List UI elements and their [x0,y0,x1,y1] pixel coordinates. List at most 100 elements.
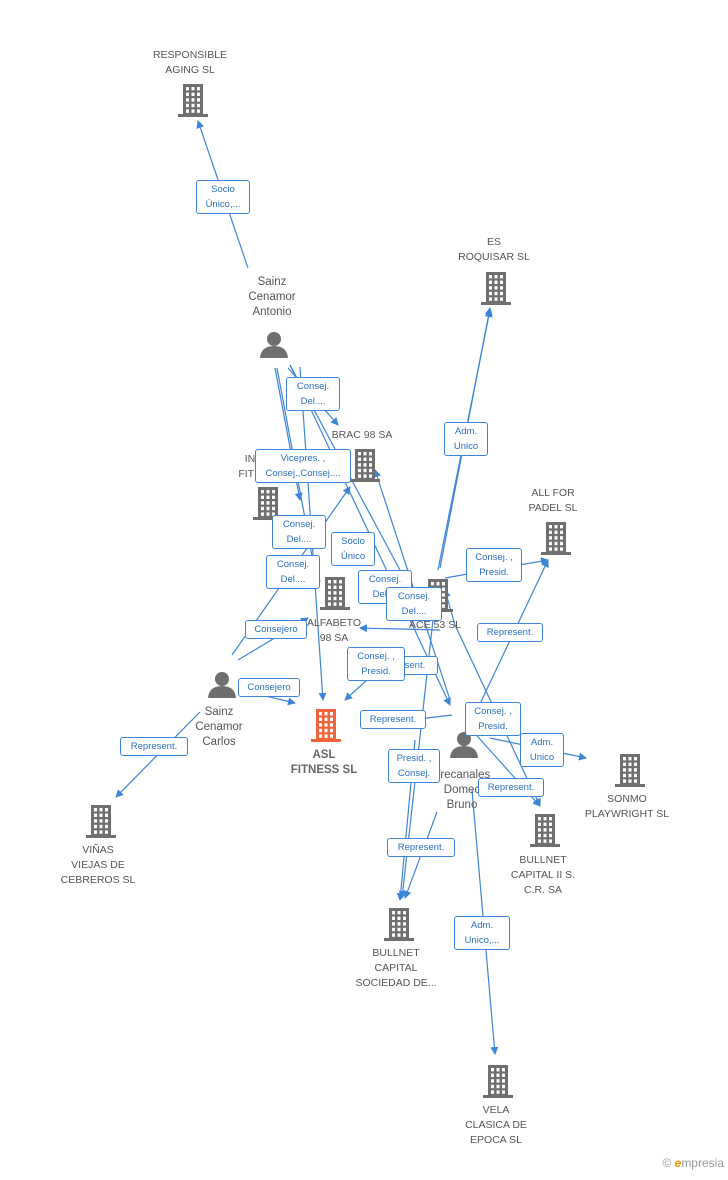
edge-label-line: Del.... [286,534,312,545]
edge-line [469,559,549,726]
node-label-line: EPOCA SL [470,1134,522,1146]
node-label-vinas[interactable]: VIÑAS VIEJAS DE CEBREROS SL [33,843,163,888]
building-icon-all-for-padel[interactable] [541,522,571,555]
node-label-line: ACE 53 SL [409,619,461,631]
node-label-all-for-padel[interactable]: ALL FOR PADEL SL [488,486,618,516]
edge-label-represent-bullnet2[interactable]: Represent. [478,778,544,797]
building-icon-asl-fitness[interactable] [311,709,341,742]
building-icon-sonmo[interactable] [615,754,645,787]
edge-label-consejero-carlos-asl[interactable]: Consejero [238,678,300,697]
node-label-line: Cenamor [195,721,243,733]
node-label-line: ALL FOR [531,487,575,499]
edge-label-consej-del-ace-b[interactable]: Consej.Del.... [386,587,442,621]
brand-name: mpresia [681,1156,724,1170]
edge-label-line: Consejero [254,624,298,635]
edge-label-line: Único,... [205,199,241,210]
edge-label-line: Presid. [479,567,509,578]
node-label-line: ASL [312,749,336,761]
edge-label-line: Consej. [397,591,431,602]
edge-label-line: Consej.,Consej.... [265,468,341,479]
edge-label-consej-presid-padel[interactable]: Consej. , Presid. [466,548,522,582]
node-label-line: C.R. SA [524,884,562,896]
edge-label-adm-unico-vela[interactable]: Adm.Unico,... [454,916,510,950]
edge-label-line: Represent. [369,714,417,725]
edge-label-consej-del-fitn[interactable]: Consej.Del.... [272,515,326,549]
edge-label-represent-vinas[interactable]: Represent. [120,737,188,756]
edge-label-represent-trecanales-asl[interactable]: Represent. [360,710,426,729]
edge-label-adm-unico-roquisar[interactable]: Adm.Unico [444,422,488,456]
building-icon-fitn[interactable] [253,487,283,520]
edge-label-line: Del.... [372,589,398,600]
building-icon-responsible[interactable] [178,84,208,117]
edge-label-line: Consej. , [475,552,513,563]
edge-label-line: Presid. [478,721,508,732]
edge-label-line: Represent. [486,627,534,638]
node-label-line: SONMO [607,793,647,805]
node-label-line: VIÑAS [82,844,114,856]
edge-label-line: Consej. [368,574,402,585]
edge-label-adm-unico-sonmo[interactable]: Adm. Unico [520,733,564,767]
edge-label-line: Único [340,551,366,562]
edge-label-line: Represent. [130,741,178,752]
node-label-line: FITNESS SL [290,764,358,776]
edge-label-consejero-carlos-alfabeto[interactable]: Consejero [245,620,307,639]
node-label-line: VIEJAS DE [71,859,125,871]
building-icon-vinas[interactable] [86,805,116,838]
edge-label-line: Consej. , [357,651,395,662]
edge-label-consej-presid-ace[interactable]: Consej. , Presid. [465,702,521,736]
node-label-line: Sainz [204,706,234,718]
node-label-line: ROQUISAR SL [458,251,530,263]
edge-label-line: Adm. [530,737,554,748]
node-label-line: BULLNET [372,947,420,959]
person-icon-sainz-antonio[interactable] [260,332,288,358]
building-icon-bullnet2[interactable] [530,814,560,847]
edge-label-represent-padel[interactable]: Represent. [477,623,543,642]
edge-label-vicepres-consej[interactable]: Vicepres. ,Consej.,Consej.... [255,449,351,483]
node-label-line: Carlos [202,736,236,748]
edge-label-consej-del-brac[interactable]: Consej. Del.... [286,377,340,411]
node-label-brac98[interactable]: BRAC 98 SA [297,428,427,443]
node-label-line: ALFABETO [306,617,362,629]
node-label-asl-fitness[interactable]: ASL FITNESS SL [259,748,389,778]
node-label-ace53[interactable]: ACE 53 SL [370,618,500,633]
edge-label-line: Unico [453,441,479,452]
node-label-line: CEBREROS SL [60,874,136,886]
brand-initial: e [674,1156,682,1170]
node-label-line: IN [244,453,256,465]
node-label-line: AGING SL [165,64,215,76]
building-icon-es-roquisar[interactable] [481,272,511,305]
building-icon-alfabeto[interactable] [320,577,350,610]
edge-label-line: Unico [529,752,555,763]
edge-label-line: Del.... [300,396,326,407]
building-icon-brac98[interactable] [350,449,380,482]
edge-label-consej-del-alfabeto[interactable]: Consej. Del.... [266,555,320,589]
node-label-line: Bruno [446,799,478,811]
person-icon-sainz-carlos[interactable] [208,672,236,698]
building-icon-vela[interactable] [483,1065,513,1098]
edge-label-represent-bullnet-capital[interactable]: Represent. [387,838,455,857]
edge-label-line: Consej. [276,559,310,570]
node-label-line: Antonio [252,306,292,318]
node-label-line: PADEL SL [528,502,578,514]
edge-label-line: Consej. [296,381,330,392]
edge-label-presid-consej-bullnet[interactable]: Presid. ,Consej. [388,749,440,783]
edge-label-consej-presid-asl[interactable]: Consej. ,Presid. [347,647,405,681]
edge-label-line: Adm. [470,920,494,931]
edge-label-line: Del.... [280,574,306,585]
node-label-line: Domec [443,784,481,796]
building-icon-bullnet-capital[interactable] [384,908,414,941]
edge-label-line: Consej. , [474,706,512,717]
node-label-line: SOCIEDAD DE... [355,977,437,989]
